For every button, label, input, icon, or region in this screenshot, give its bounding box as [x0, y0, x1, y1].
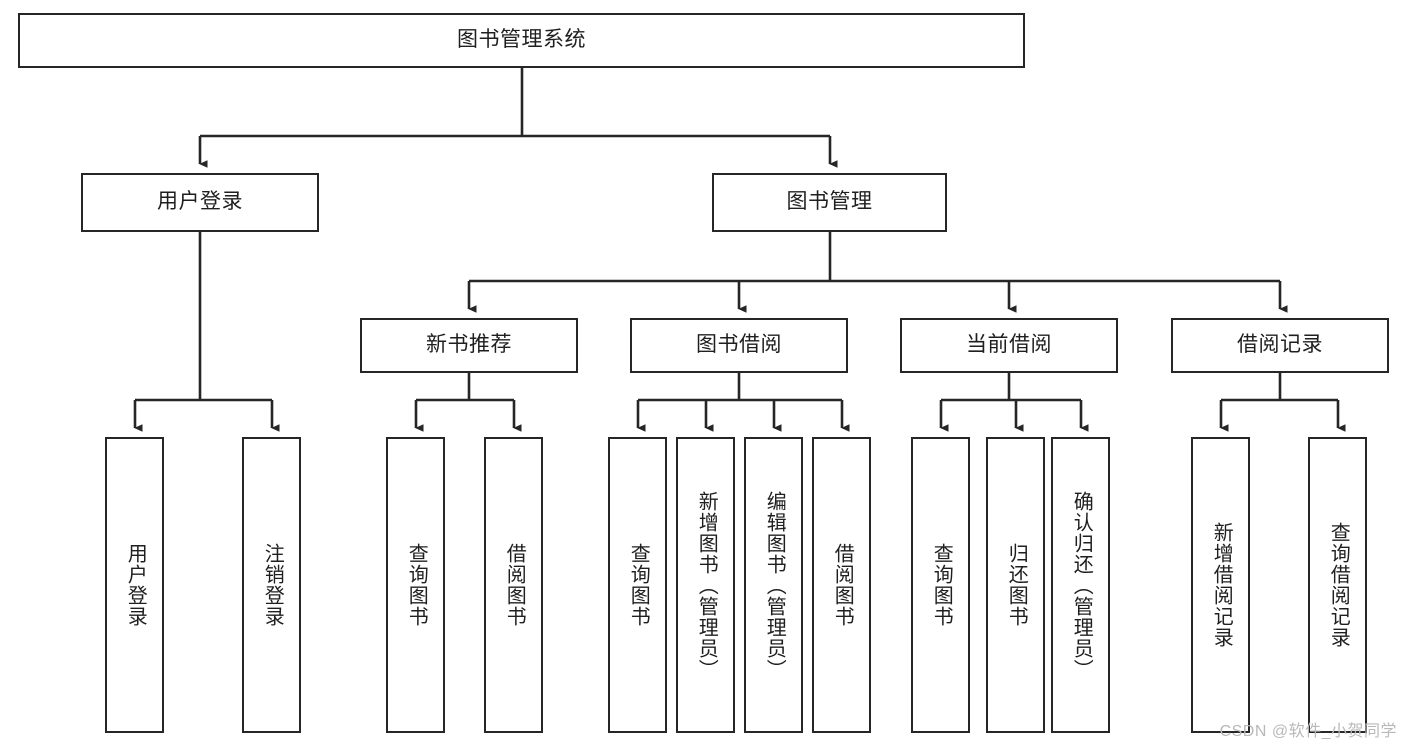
node-leaf-logout[interactable]: 注销登录 [242, 437, 301, 733]
node-leaf-add-book[interactable]: 新增图书（管理员） [676, 437, 735, 733]
node-leaf-query-book-2[interactable]: 查询图书 [608, 437, 667, 733]
node-leaf-edit-book[interactable]: 编辑图书（管理员） [744, 437, 803, 733]
node-label: 归还图书 [1005, 543, 1028, 627]
node-new-book-recommend[interactable]: 新书推荐 [360, 318, 578, 373]
node-label: 借阅记录 [1237, 333, 1323, 357]
node-label: 图书管理 [786, 190, 873, 214]
node-label: 查询图书 [930, 543, 953, 627]
node-label: 新书推荐 [426, 333, 512, 357]
node-label: 注销登录 [261, 543, 284, 627]
node-leaf-confirm-return[interactable]: 确认归还（管理员） [1051, 437, 1110, 733]
node-leaf-borrow-book-2[interactable]: 借阅图书 [812, 437, 871, 733]
node-label: 图书借阅 [696, 333, 782, 357]
node-label: 用户登录 [124, 543, 147, 627]
node-label: 确认归还（管理员） [1070, 490, 1093, 680]
node-leaf-query-book-1[interactable]: 查询图书 [386, 437, 445, 733]
node-book-manage[interactable]: 图书管理 [712, 173, 947, 232]
node-label: 新增图书（管理员） [695, 490, 718, 680]
node-leaf-borrow-book-1[interactable]: 借阅图书 [484, 437, 543, 733]
node-label: 查询图书 [405, 543, 428, 627]
node-label: 当前借阅 [966, 333, 1052, 357]
node-label: 编辑图书（管理员） [763, 490, 786, 680]
node-label: 借阅图书 [503, 543, 526, 627]
node-current-borrow[interactable]: 当前借阅 [900, 318, 1118, 373]
node-book-borrow[interactable]: 图书借阅 [630, 318, 848, 373]
node-leaf-query-record[interactable]: 查询借阅记录 [1308, 437, 1367, 733]
node-leaf-query-book-3[interactable]: 查询图书 [911, 437, 970, 733]
node-leaf-return-book[interactable]: 归还图书 [986, 437, 1045, 733]
node-leaf-user-login[interactable]: 用户登录 [105, 437, 164, 733]
node-label: 借阅图书 [831, 543, 854, 627]
node-label: 查询借阅记录 [1327, 522, 1350, 648]
node-label: 用户登录 [157, 190, 243, 214]
node-label: 图书管理系统 [457, 28, 586, 52]
node-borrow-record[interactable]: 借阅记录 [1171, 318, 1389, 373]
node-leaf-add-record[interactable]: 新增借阅记录 [1191, 437, 1250, 733]
node-label: 新增借阅记录 [1210, 522, 1233, 648]
node-root[interactable]: 图书管理系统 [18, 13, 1025, 68]
node-user-login[interactable]: 用户登录 [81, 173, 319, 232]
node-label: 查询图书 [627, 543, 650, 627]
